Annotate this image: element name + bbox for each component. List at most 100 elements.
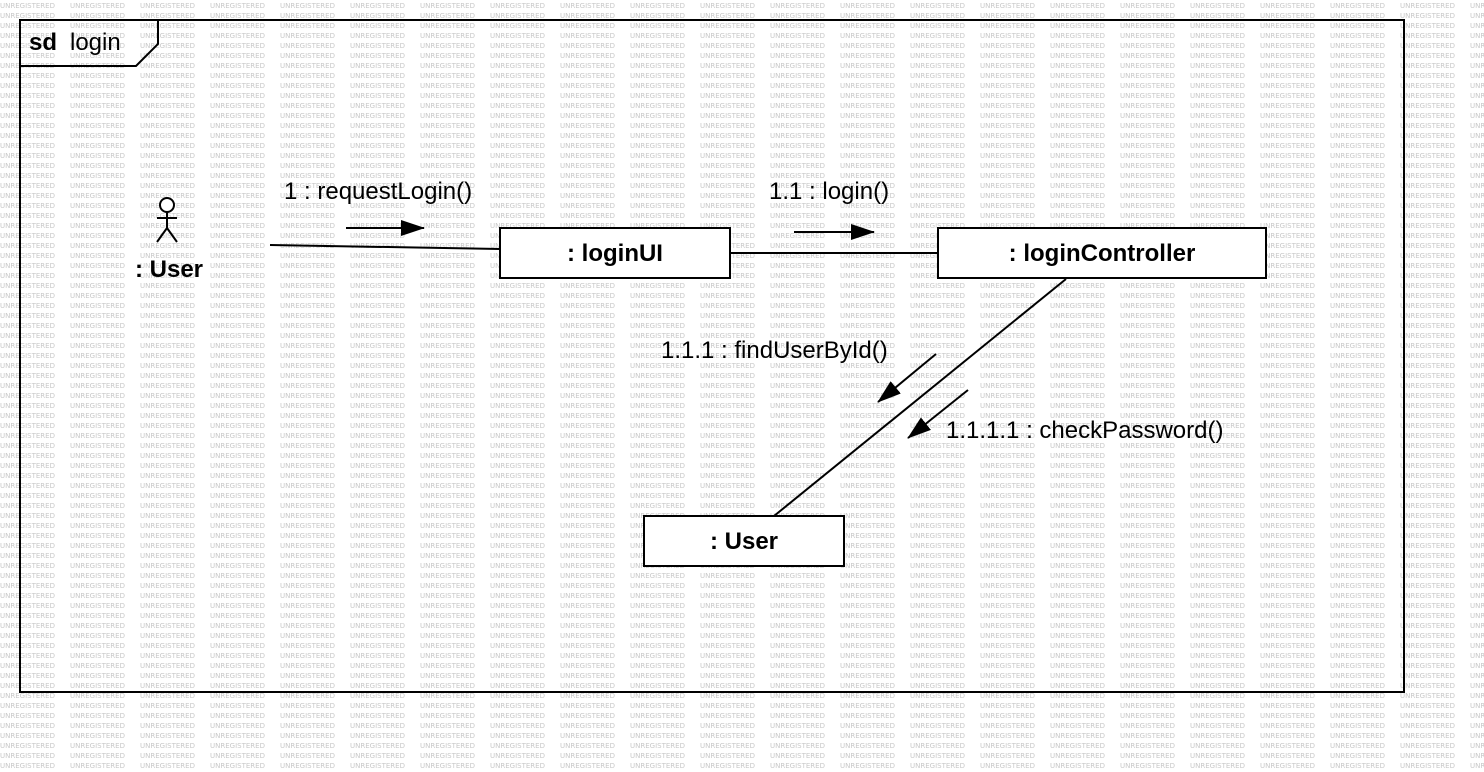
svg-text:UNREGISTERED: UNREGISTERED <box>560 182 615 190</box>
svg-text:UNREGISTERED: UNREGISTERED <box>1260 532 1315 540</box>
svg-text:UNREGISTERED: UNREGISTERED <box>630 582 685 590</box>
svg-text:UNREGISTERED: UNREGISTERED <box>140 182 195 190</box>
svg-text:UNREGISTERED: UNREGISTERED <box>70 42 125 50</box>
svg-text:UNREGISTERED: UNREGISTERED <box>1400 142 1455 150</box>
svg-text:UNREGISTERED: UNREGISTERED <box>1120 282 1175 290</box>
svg-text:UNREGISTERED: UNREGISTERED <box>1120 62 1175 70</box>
svg-text:UNREGISTERED: UNREGISTERED <box>1190 442 1245 450</box>
svg-text:UNREGISTERED: UNREGISTERED <box>630 342 685 350</box>
svg-text:UNREGISTERED: UNREGISTERED <box>210 252 265 260</box>
svg-text:UNREGISTERED: UNREGISTERED <box>280 212 335 220</box>
svg-text:UNREGISTERED: UNREGISTERED <box>840 612 895 620</box>
svg-text:UNREGISTERED: UNREGISTERED <box>700 472 755 480</box>
svg-text:UNREGISTERED: UNREGISTERED <box>910 552 965 560</box>
svg-text:UNREGISTERED: UNREGISTERED <box>350 752 405 760</box>
lifeline-user[interactable]: : User <box>643 515 845 567</box>
svg-text:UNREGISTERED: UNREGISTERED <box>350 622 405 630</box>
svg-text:UNREGISTERED: UNREGISTERED <box>70 242 125 250</box>
actor-icon[interactable] <box>156 197 178 243</box>
svg-text:UNREGISTERED: UNREGISTERED <box>700 92 755 100</box>
svg-text:UNREGISTERED: UNREGISTERED <box>1120 442 1175 450</box>
svg-text:UNREGISTERED: UNREGISTERED <box>910 642 965 650</box>
svg-text:UNREGISTERED: UNREGISTERED <box>980 442 1035 450</box>
svg-text:UNREGISTERED: UNREGISTERED <box>70 312 125 320</box>
svg-text:UNREGISTERED: UNREGISTERED <box>1190 102 1245 110</box>
svg-text:UNREGISTERED: UNREGISTERED <box>630 702 685 710</box>
svg-text:UNREGISTERED: UNREGISTERED <box>490 742 545 750</box>
svg-text:UNREGISTERED: UNREGISTERED <box>350 412 405 420</box>
svg-text:UNREGISTERED: UNREGISTERED <box>630 462 685 470</box>
svg-text:UNREGISTERED: UNREGISTERED <box>1400 752 1455 760</box>
svg-text:UNREGISTERED: UNREGISTERED <box>70 52 125 60</box>
svg-text:UNREGISTERED: UNREGISTERED <box>490 632 545 640</box>
svg-text:UNREGISTERED: UNREGISTERED <box>0 652 55 660</box>
svg-text:UNREGISTERED: UNREGISTERED <box>630 672 685 680</box>
svg-text:UNREGISTERED: UNREGISTERED <box>70 2 125 10</box>
svg-text:UNREGISTERED: UNREGISTERED <box>1260 642 1315 650</box>
svg-text:UNREGISTERED: UNREGISTERED <box>770 212 825 220</box>
svg-text:UNREGISTERED: UNREGISTERED <box>0 82 55 90</box>
svg-text:UNREGISTERED: UNREGISTERED <box>350 742 405 750</box>
svg-text:UNREGISTERED: UNREGISTERED <box>980 612 1035 620</box>
svg-text:UNREGISTERED: UNREGISTERED <box>1120 412 1175 420</box>
svg-text:UNREGISTERED: UNREGISTERED <box>210 152 265 160</box>
svg-text:UNREGISTERED: UNREGISTERED <box>1400 462 1455 470</box>
svg-text:UNREGISTERED: UNREGISTERED <box>1260 682 1315 690</box>
svg-text:UNREGISTERED: UNREGISTERED <box>1400 72 1455 80</box>
svg-text:UNREGISTERED: UNREGISTERED <box>1400 302 1455 310</box>
svg-text:UNREGISTERED: UNREGISTERED <box>980 532 1035 540</box>
svg-text:UNREGISTERED: UNREGISTERED <box>1050 662 1105 670</box>
svg-text:UNREGISTERED: UNREGISTERED <box>700 572 755 580</box>
svg-text:UNREGISTERED: UNREGISTERED <box>420 412 475 420</box>
svg-text:UNREGISTERED: UNREGISTERED <box>210 662 265 670</box>
svg-text:UNREGISTERED: UNREGISTERED <box>630 102 685 110</box>
svg-text:UNREGISTERED: UNREGISTERED <box>700 622 755 630</box>
svg-text:UNREGISTERED: UNREGISTERED <box>140 92 195 100</box>
svg-text:UNREGISTERED: UNREGISTERED <box>350 82 405 90</box>
svg-text:UNREGISTERED: UNREGISTERED <box>210 122 265 130</box>
svg-text:UNREGISTERED: UNREGISTERED <box>490 302 545 310</box>
svg-text:UNREGISTERED: UNREGISTERED <box>0 522 55 530</box>
lifeline-loginui[interactable]: : loginUI <box>499 227 731 279</box>
svg-text:UNREGISTERED: UNREGISTERED <box>840 472 895 480</box>
svg-text:UNREGISTERED: UNREGISTERED <box>980 552 1035 560</box>
svg-text:UNREGISTERED: UNREGISTERED <box>770 192 825 200</box>
svg-text:UNREGISTERED: UNREGISTERED <box>560 142 615 150</box>
svg-text:: loginController: : loginController <box>1009 240 1196 267</box>
svg-text:UNREGISTERED: UNREGISTERED <box>420 642 475 650</box>
svg-text:UNREGISTERED: UNREGISTERED <box>980 202 1035 210</box>
svg-text:UNREGISTERED: UNREGISTERED <box>350 282 405 290</box>
svg-text:UNREGISTERED: UNREGISTERED <box>140 372 195 380</box>
svg-text:UNREGISTERED: UNREGISTERED <box>560 322 615 330</box>
svg-text:UNREGISTERED: UNREGISTERED <box>910 372 965 380</box>
svg-text:UNREGISTERED: UNREGISTERED <box>1190 222 1245 230</box>
svg-text:UNREGISTERED: UNREGISTERED <box>70 752 125 760</box>
svg-text:UNREGISTERED: UNREGISTERED <box>210 342 265 350</box>
svg-text:UNREGISTERED: UNREGISTERED <box>140 542 195 550</box>
svg-text:UNREGISTERED: UNREGISTERED <box>1260 632 1315 640</box>
svg-text:UNREGISTERED: UNREGISTERED <box>140 732 195 740</box>
svg-text:UNREGISTERED: UNREGISTERED <box>280 512 335 520</box>
svg-text:UNREGISTERED: UNREGISTERED <box>350 142 405 150</box>
lifeline-logincontroller[interactable]: : loginController <box>937 227 1267 279</box>
svg-text:UNREGISTERED: UNREGISTERED <box>1190 732 1245 740</box>
svg-text:UNREGISTERED: UNREGISTERED <box>770 292 825 300</box>
svg-text:UNREGISTERED: UNREGISTERED <box>700 322 755 330</box>
svg-text:UNREGISTERED: UNREGISTERED <box>910 92 965 100</box>
svg-text:UNREGISTERED: UNREGISTERED <box>1330 492 1385 500</box>
svg-text:UNREGISTERED: UNREGISTERED <box>770 352 825 360</box>
svg-text:UNREGISTERED: UNREGISTERED <box>490 132 545 140</box>
svg-text:UNREGISTERED: UNREGISTERED <box>630 722 685 730</box>
svg-text:UNREGISTERED: UNREGISTERED <box>350 162 405 170</box>
svg-text:UNREGISTERED: UNREGISTERED <box>280 492 335 500</box>
svg-text:UNREGISTERED: UNREGISTERED <box>700 112 755 120</box>
svg-text:UNREGISTERED: UNREGISTERED <box>210 292 265 300</box>
svg-text:UNREGISTERED: UNREGISTERED <box>1120 502 1175 510</box>
svg-text:UNREGISTERED: UNREGISTERED <box>280 222 335 230</box>
svg-text:UNREGISTERED: UNREGISTERED <box>840 692 895 700</box>
message-arrow-check-password <box>907 389 969 439</box>
svg-text:UNREGISTERED: UNREGISTERED <box>1470 542 1484 550</box>
svg-text:UNREGISTERED: UNREGISTERED <box>1400 632 1455 640</box>
svg-text:UNREGISTERED: UNREGISTERED <box>350 32 405 40</box>
svg-text:UNREGISTERED: UNREGISTERED <box>560 82 615 90</box>
